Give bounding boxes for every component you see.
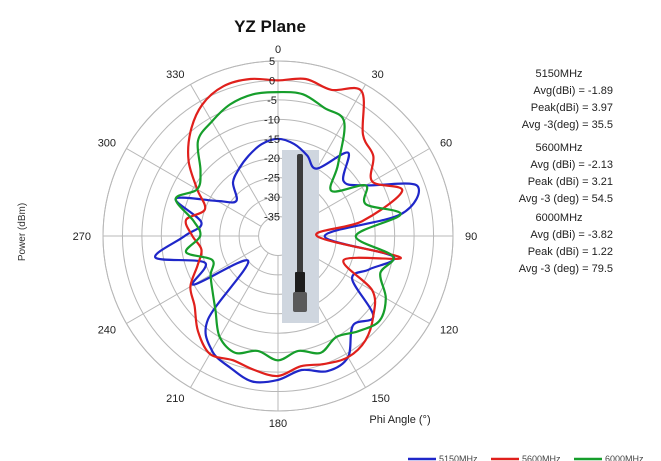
angle-tick-label: 240: [98, 325, 116, 337]
angle-tick-label: 210: [166, 393, 184, 405]
series-line-6000MHz: [174, 90, 402, 362]
grid-spoke: [190, 252, 269, 388]
radial-tick-label: -30: [264, 192, 280, 204]
radial-tick-label: -5: [267, 95, 277, 107]
radial-tick-label: -35: [264, 212, 280, 224]
antenna-photo-icon: [282, 150, 319, 323]
angle-tick-label: 180: [269, 418, 287, 430]
polar-grid: [102, 60, 454, 412]
angle-tick-label: 150: [372, 393, 390, 405]
stats-row: Avg (dBi) = -3.82: [530, 229, 613, 241]
legend-label: 5150MHz: [439, 454, 478, 461]
angle-tick-label: 30: [372, 69, 384, 81]
angle-tick-label: 300: [98, 138, 116, 150]
angle-tick-label: 270: [73, 231, 91, 243]
chart-title: YZ Plane: [234, 17, 306, 36]
angle-tick-label: 60: [440, 138, 452, 150]
radial-tick-label: -20: [264, 153, 280, 165]
angle-tick-label: 330: [166, 69, 184, 81]
stats-row: Peak (dBi) = 1.22: [527, 246, 613, 258]
legend-label: 5600MHz: [522, 454, 561, 461]
angle-tick-label: 90: [465, 231, 477, 243]
angle-ticks: 0 30 60 90 120 150 180 210 240 270 300 330: [73, 44, 478, 430]
angle-tick-label: 120: [440, 325, 458, 337]
stats-header: 5150MHz: [535, 68, 583, 80]
stats-header: 5600MHz: [535, 142, 583, 154]
stats-row: Avg -3(deg) = 35.5: [521, 119, 613, 131]
stats-row: Avg(dBi) = -1.89: [533, 85, 613, 97]
radial-tick-label: 5: [269, 56, 275, 68]
legend: 5150MHz 5600MHz 6000MHz: [408, 454, 644, 461]
angle-tick-label: 0: [275, 44, 281, 56]
radial-tick-label: 0: [269, 75, 275, 87]
grid-spoke: [126, 148, 262, 227]
stats-row: Avg (dBi) = -2.13: [530, 159, 613, 171]
stats-header: 6000MHz: [535, 212, 583, 224]
series-layer: [154, 77, 421, 384]
stats-row: Avg -3 (deg) = 79.5: [518, 263, 613, 275]
radial-tick-label: -25: [264, 173, 280, 185]
stats-row: Peak (dBi) = 3.21: [527, 176, 613, 188]
radial-tick-label: -15: [264, 134, 280, 146]
x-axis-label: Phi Angle (°): [369, 414, 430, 426]
radial-ticks: 5 0 -5 -10 -15 -20 -25 -30 -35: [264, 56, 280, 224]
radial-tick-label: -10: [264, 114, 280, 126]
stats-row: Avg -3 (deg) = 54.5: [518, 193, 613, 205]
stats-row: Peak(dBi) = 3.97: [530, 102, 613, 114]
y-axis-label: Power (dBm): [17, 203, 28, 261]
grid-spoke: [190, 84, 269, 220]
legend-label: 6000MHz: [605, 454, 644, 461]
